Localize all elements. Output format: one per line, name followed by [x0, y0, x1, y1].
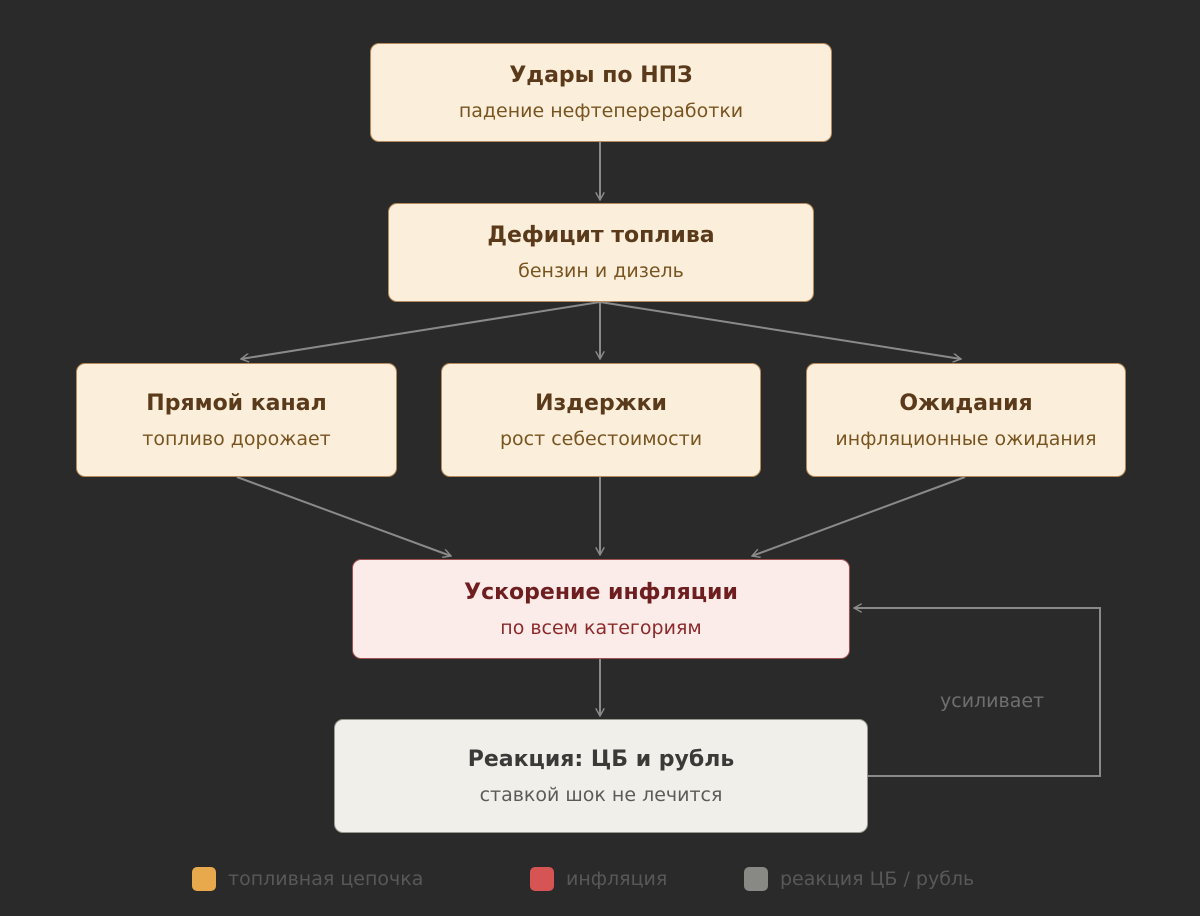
legend-label: реакция ЦБ / рубль — [780, 868, 975, 890]
legend-label: инфляция — [566, 868, 668, 890]
node-subtitle: падение нефтепереработки — [458, 100, 744, 122]
node-costs: Издержки рост себестоимости — [441, 363, 761, 477]
node-subtitle: инфляционные ожидания — [835, 427, 1097, 450]
node-title: Удары по НПЗ — [509, 63, 693, 88]
node-title: Ожидания — [899, 390, 1033, 416]
node-expectations: Ожидания инфляционные ожидания — [806, 363, 1126, 477]
node-title: Реакция: ЦБ и рубль — [467, 746, 735, 772]
arrow-expectations-to-inflation — [752, 476, 966, 556]
arrow-feedback-loop — [854, 608, 1101, 777]
arrow-deficit-to-direct — [241, 301, 601, 359]
legend-item-inflation: инфляция — [530, 866, 667, 892]
node-subtitle: рост себестоимости — [499, 427, 703, 450]
legend-swatch — [192, 867, 216, 891]
node-title: Издержки — [535, 390, 667, 416]
node-cb-reaction: Реакция: ЦБ и рубль ставкой шок не лечит… — [334, 719, 868, 833]
feedback-loop-label: усиливает — [940, 690, 1045, 712]
legend-swatch — [530, 867, 554, 891]
node-refinery-strikes: Удары по НПЗ падение нефтепереработки — [370, 43, 832, 142]
node-title: Дефицит топлива — [487, 223, 715, 248]
node-fuel-deficit: Дефицит топлива бензин и дизель — [388, 203, 814, 302]
node-inflation-acceleration: Ускорение инфляции по всем категориям — [352, 559, 850, 659]
legend-item-cb-reaction: реакция ЦБ / рубль — [744, 866, 974, 892]
node-subtitle: по всем категориям — [500, 616, 702, 639]
legend-item-fuel-chain: топливная цепочка — [192, 866, 423, 892]
node-subtitle: бензин и дизель — [518, 260, 684, 282]
node-subtitle: ставкой шок не лечится — [479, 783, 723, 806]
node-title: Ускорение инфляции — [464, 579, 738, 605]
node-direct-channel: Прямой канал топливо дорожает — [76, 363, 397, 477]
node-subtitle: топливо дорожает — [142, 427, 331, 450]
arrow-deficit-to-expectations — [599, 301, 961, 359]
node-title: Прямой канал — [146, 390, 327, 416]
arrow-direct-to-inflation — [236, 476, 451, 556]
legend-swatch — [744, 867, 768, 891]
legend-label: топливная цепочка — [228, 868, 424, 890]
